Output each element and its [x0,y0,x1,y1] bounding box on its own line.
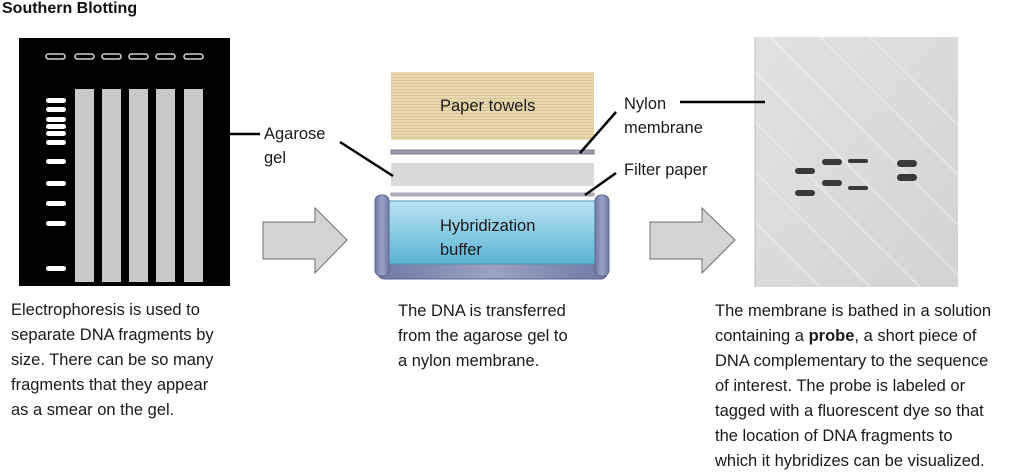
caption-line: from the agarose gel to [398,327,568,345]
caption-line: fragments that they appear [11,376,209,394]
caption-line: The membrane is bathed in a solution [715,302,992,320]
agarose-gel-label-line-1: Agarose [264,125,326,143]
gel-wells [45,53,204,60]
agarose-gel-slab [391,163,594,186]
caption-line: Electrophoresis is used to [11,301,200,319]
hybridized-bands [795,159,917,196]
hybridization-buffer-label-line-2: buffer [440,241,482,259]
page-title: Southern Blotting [2,0,138,17]
hybridization-buffer-label-line-1: Hybridization [440,217,536,235]
nylon-membrane-label-line-2: membrane [624,119,703,137]
caption-line: tagged with a fluorescent dye so that [715,402,984,420]
caption-line: which it hybridizes can be visualized. [715,452,985,470]
caption-transfer: The DNA is transferred from the agarose … [398,299,568,374]
probe-term: probe [808,327,855,345]
caption-line: size. There can be so many [11,351,214,369]
caption-line: DNA complementary to the sequence [715,352,989,370]
gel-lanes [75,89,203,282]
nylon-membrane [390,149,595,155]
agarose-gel-label-pointer [339,140,394,178]
caption-line: as a smear on the gel. [11,401,175,419]
process-arrow-2 [649,206,736,275]
buffer-tray [374,194,610,280]
process-arrow-1 [262,206,348,275]
caption-line: of interest. The probe is labeled or [715,377,966,395]
caption-line: separate DNA fragments by [11,326,214,344]
caption-line: containing a probe, a short piece of [715,324,991,349]
caption-text: , a short piece of [854,327,977,345]
caption-line: a nylon membrane. [398,352,540,370]
agarose-gel-label: Agarose gel [264,122,325,170]
agarose-gel-label-line-2: gel [264,149,287,167]
caption-line: the location of DNA fragments to [715,427,953,445]
agarose-gel [19,38,230,286]
caption-line: The DNA is transferred [398,302,566,320]
filter-paper-label: Filter paper [624,161,708,179]
nylon-membrane-label-line-1: Nylon [624,95,667,113]
paper-towels [391,72,594,140]
hybridization-buffer-label: Hybridization buffer [440,214,535,262]
caption-probe: The membrane is bathed in a solution con… [715,299,991,474]
caption-text: containing a [715,327,809,345]
caption-electrophoresis: Electrophoresis is used to separate DNA … [11,298,214,423]
nylon-membrane-label: Nylon membrane [624,92,703,140]
filter-paper-pointer [584,171,617,197]
nylon-membrane-pointer [579,111,617,154]
filter-paper [390,192,595,197]
dna-ladder [46,98,66,271]
paper-towels-label: Paper towels [440,97,536,115]
